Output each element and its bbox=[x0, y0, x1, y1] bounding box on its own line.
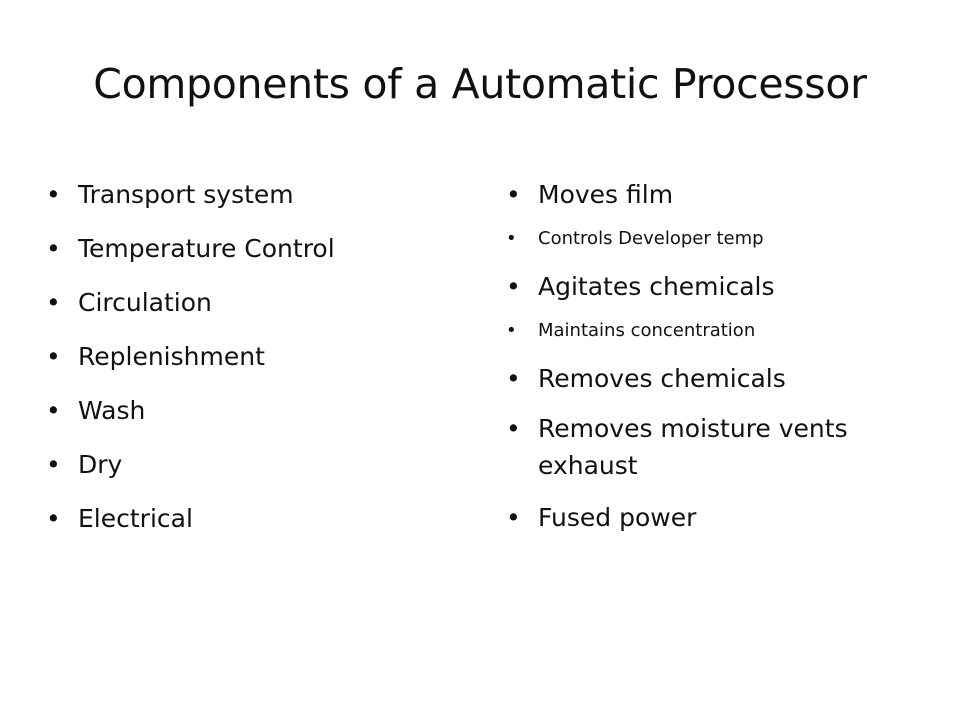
slide-title: Components of a Automatic Processor bbox=[93, 60, 867, 108]
list-item-text: Circulation bbox=[78, 288, 212, 317]
list-item: • Fused power bbox=[506, 500, 926, 536]
list-item-text: Moves film bbox=[538, 180, 674, 209]
bullet-icon: • bbox=[46, 450, 61, 479]
list-item: • Removes chemicals bbox=[506, 361, 926, 397]
left-bullet-list: • Transport system • Temperature Control •… bbox=[46, 177, 466, 555]
list-item-text: Dry bbox=[78, 450, 123, 479]
right-bullet-list: • Moves film • Controls Developer temp • Ag… bbox=[506, 177, 926, 549]
list-item-text: Maintains concentration bbox=[538, 320, 756, 341]
list-item: • Agitates chemicals bbox=[506, 269, 926, 305]
bullet-icon: • bbox=[506, 228, 517, 249]
list-item-text: Agitates chemicals bbox=[538, 272, 775, 301]
bullet-icon: • bbox=[46, 504, 61, 533]
list-item: • Circulation bbox=[46, 285, 466, 321]
list-item-text: Removes chemicals bbox=[538, 364, 786, 393]
bullet-icon: • bbox=[506, 180, 521, 209]
bullet-icon: • bbox=[46, 396, 61, 425]
list-item: • Removes moisture vents exhaust bbox=[506, 410, 926, 484]
bullet-icon: • bbox=[506, 320, 517, 341]
list-item: • Maintains concentration bbox=[506, 318, 926, 344]
list-item-text: Temperature Control bbox=[78, 234, 335, 263]
list-item-text: Electrical bbox=[78, 504, 193, 533]
bullet-icon: • bbox=[506, 364, 521, 393]
list-item-text: Transport system bbox=[78, 180, 294, 209]
list-item-text: Replenishment bbox=[78, 342, 265, 371]
list-item-text: Fused power bbox=[538, 503, 697, 532]
list-item: • Electrical bbox=[46, 501, 466, 537]
list-item: • Transport system bbox=[46, 177, 466, 213]
list-item: • Temperature Control bbox=[46, 231, 466, 267]
bullet-icon: • bbox=[46, 288, 61, 317]
bullet-icon: • bbox=[46, 180, 61, 209]
bullet-icon: • bbox=[506, 272, 521, 301]
list-item-text: Wash bbox=[78, 396, 146, 425]
list-item: • Wash bbox=[46, 393, 466, 429]
list-item: • Replenishment bbox=[46, 339, 466, 375]
list-item: • Controls Developer temp bbox=[506, 226, 926, 252]
bullet-icon: • bbox=[506, 503, 521, 532]
bullet-icon: • bbox=[46, 342, 61, 371]
list-item-text: Controls Developer temp bbox=[538, 228, 764, 249]
bullet-icon: • bbox=[46, 234, 61, 263]
bullet-icon: • bbox=[506, 414, 521, 443]
list-item: • Dry bbox=[46, 447, 466, 483]
list-item: • Moves film bbox=[506, 177, 926, 213]
list-item-text: Removes moisture vents exhaust bbox=[538, 414, 848, 480]
